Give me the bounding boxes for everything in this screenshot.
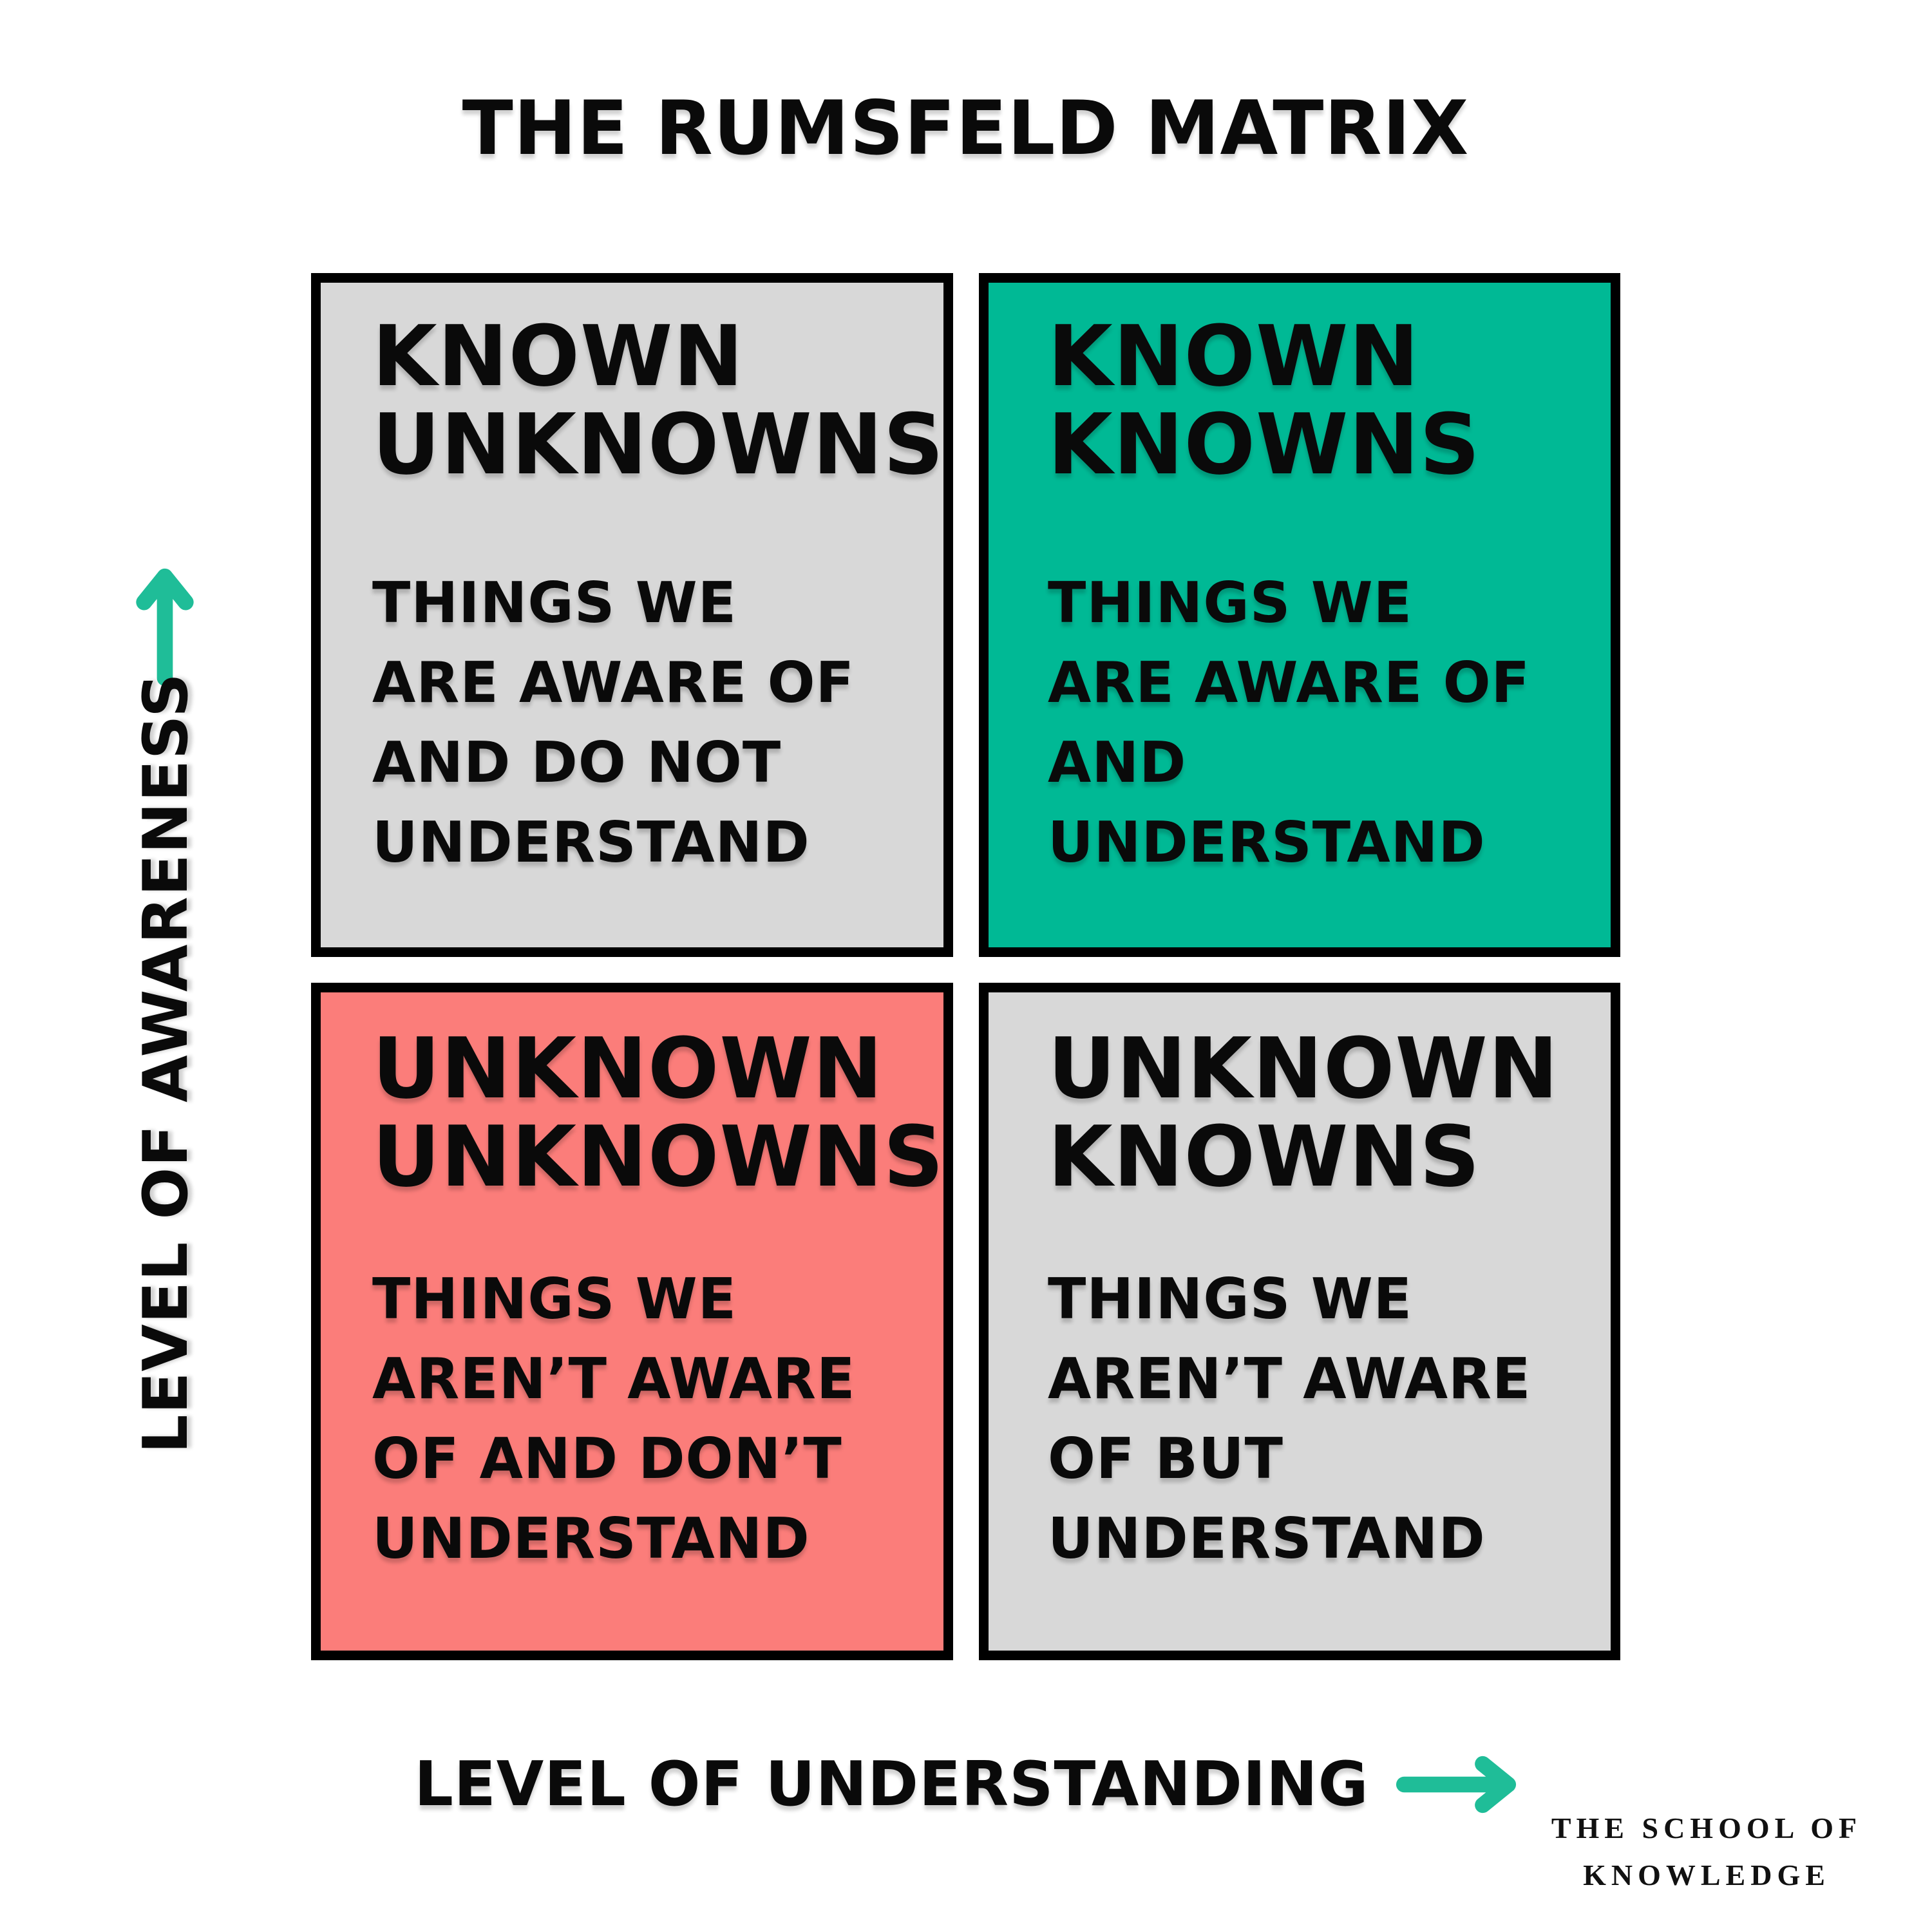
- heading-line: UNKNOWN: [372, 1019, 884, 1117]
- body-line: ARE AWARE OF: [1048, 650, 1530, 715]
- body-line: ARE AWARE OF: [372, 650, 855, 715]
- body-line: AREN’T AWARE: [372, 1346, 856, 1412]
- heading-line: UNKNOWNS: [372, 1108, 945, 1206]
- brand-credit-line: THE SCHOOL OF: [1551, 1812, 1862, 1844]
- body-line: THINGS WE: [1048, 1266, 1413, 1332]
- quadrant-description: THINGS WE ARE AWARE OF AND DO NOT UNDERS…: [372, 563, 924, 882]
- heading-line: KNOWN: [1048, 307, 1420, 405]
- body-line: THINGS WE: [1048, 570, 1413, 636]
- quadrant-description: THINGS WE ARE AWARE OF AND UNDERSTAND: [1048, 563, 1591, 882]
- x-axis-label: LEVEL OF UNDERSTANDING: [414, 1748, 1369, 1820]
- up-arrow-icon: [134, 567, 196, 689]
- quadrant-known-unknowns: KNOWN UNKNOWNS THINGS WE ARE AWARE OF AN…: [311, 273, 953, 957]
- body-line: UNDERSTAND: [1048, 810, 1486, 875]
- heading-line: KNOWNS: [1048, 395, 1481, 493]
- right-arrow-icon: [1395, 1754, 1517, 1815]
- quadrant-description: THINGS WE AREN’T AWARE OF BUT UNDERSTAND: [1048, 1259, 1591, 1578]
- heading-line: KNOWN: [372, 307, 744, 405]
- quadrant-unknown-knowns: UNKNOWN KNOWNS THINGS WE AREN’T AWARE OF…: [979, 983, 1620, 1660]
- body-line: UNDERSTAND: [372, 1506, 810, 1571]
- quadrant-description: THINGS WE AREN’T AWARE OF AND DON’T UNDE…: [372, 1259, 924, 1578]
- heading-line: UNKNOWNS: [372, 395, 945, 493]
- brand-credit: THE SCHOOL OF KNOWLEDGE: [1481, 1804, 1932, 1899]
- body-line: THINGS WE: [372, 1266, 737, 1332]
- quadrant-heading: KNOWN UNKNOWNS: [372, 307, 945, 493]
- body-line: AND DO NOT: [372, 730, 782, 795]
- body-line: OF AND DON’T: [372, 1426, 842, 1492]
- body-line: AREN’T AWARE: [1048, 1346, 1531, 1412]
- quadrant-heading: UNKNOWN UNKNOWNS: [372, 1019, 945, 1206]
- quadrant-heading: UNKNOWN KNOWNS: [1048, 1025, 1591, 1201]
- body-line: UNDERSTAND: [372, 810, 810, 875]
- heading-line: KNOWNS: [1048, 1108, 1481, 1206]
- quadrant-unknown-unknowns: UNKNOWN UNKNOWNS THINGS WE AREN’T AWARE …: [311, 983, 953, 1660]
- quadrant-known-knowns: KNOWN KNOWNS THINGS WE ARE AWARE OF AND …: [979, 273, 1620, 957]
- brand-credit-line: KNOWLEDGE: [1583, 1859, 1830, 1891]
- page-title: THE RUMSFELD MATRIX: [462, 85, 1470, 172]
- y-axis-label: LEVEL OF AWARENESS: [131, 672, 202, 1454]
- body-line: UNDERSTAND: [1048, 1506, 1486, 1571]
- quadrant-heading: KNOWN KNOWNS: [1048, 312, 1591, 489]
- body-line: THINGS WE: [372, 570, 737, 636]
- body-line: AND: [1048, 730, 1187, 795]
- heading-line: UNKNOWN: [1048, 1019, 1559, 1117]
- body-line: OF BUT: [1048, 1426, 1283, 1492]
- x-axis: LEVEL OF UNDERSTANDING: [311, 1743, 1620, 1826]
